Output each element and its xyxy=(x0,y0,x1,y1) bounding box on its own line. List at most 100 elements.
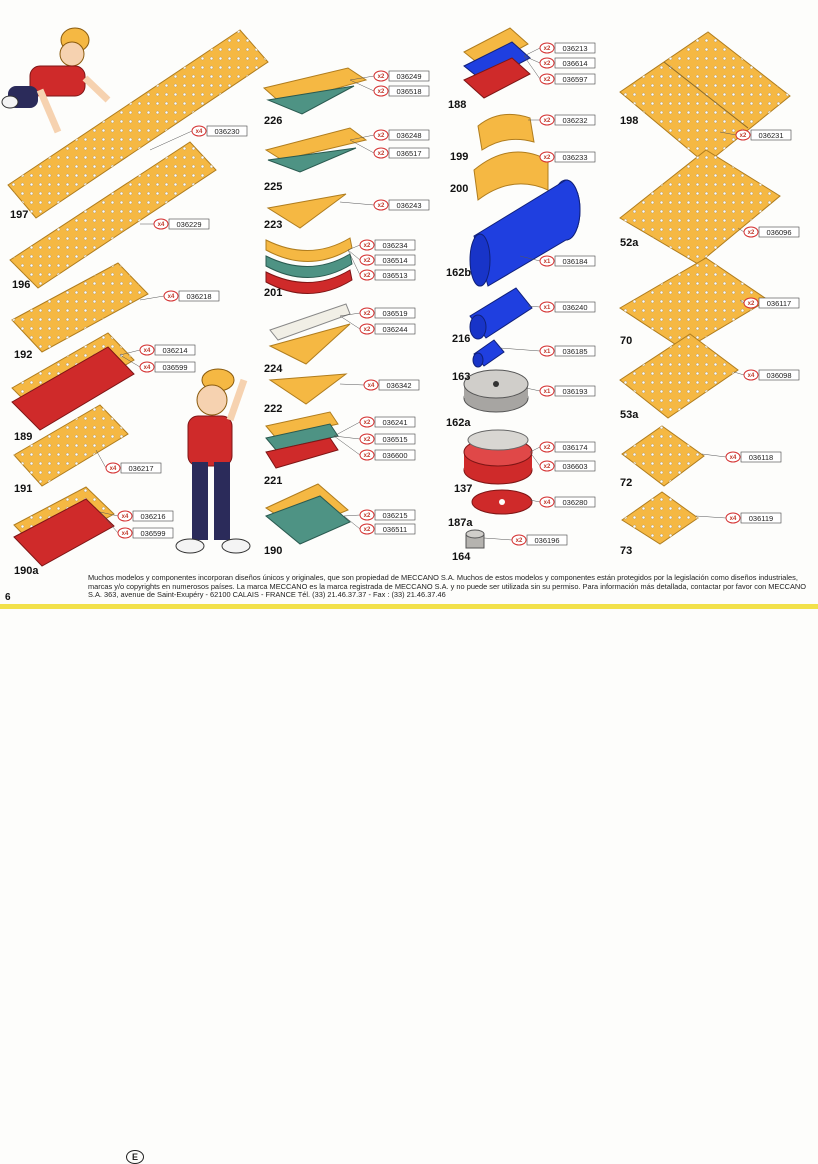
quantity-oval xyxy=(539,385,555,397)
part-222-illustration xyxy=(268,373,348,405)
leader-line xyxy=(339,312,361,317)
leader-line xyxy=(99,511,119,534)
quantity-text: x4 xyxy=(730,516,737,522)
leader-line xyxy=(349,139,375,154)
quantity-text: x2 xyxy=(544,155,551,161)
code-box xyxy=(132,510,174,522)
part-216-illustration xyxy=(469,287,533,340)
part-number-label: 191 xyxy=(14,483,32,495)
quantity-oval xyxy=(373,129,389,141)
leader-line xyxy=(333,435,361,456)
code-box xyxy=(554,301,596,313)
leader-line xyxy=(499,347,541,352)
part-163-illustration xyxy=(472,339,505,368)
code-box xyxy=(740,512,782,524)
quantity-oval xyxy=(539,114,555,126)
code-box xyxy=(374,433,416,445)
part-code-text: 036218 xyxy=(186,292,211,301)
part-190-illustration xyxy=(264,483,351,545)
code-box xyxy=(374,269,416,281)
part-226-illustration xyxy=(262,67,368,115)
part-number-label: 52a xyxy=(620,237,639,249)
leader-line xyxy=(523,55,541,64)
quantity-text: x4 xyxy=(122,531,129,537)
quantity-text: x1 xyxy=(544,305,551,311)
code-box xyxy=(374,254,416,266)
quantity-text: x4 xyxy=(168,294,175,300)
quantity-text: x2 xyxy=(544,445,551,451)
code-box xyxy=(374,449,416,461)
part-code-tag: x4 036098 xyxy=(733,369,800,381)
part-code-text: 036214 xyxy=(162,346,187,355)
part-number-label: 221 xyxy=(264,475,282,487)
part-72-illustration xyxy=(621,425,705,487)
leader-line xyxy=(733,371,745,376)
part-201-illustration xyxy=(265,237,353,294)
part-code-text: 036098 xyxy=(766,371,791,380)
quantity-text: x2 xyxy=(364,527,371,533)
parts-catalog-page: 197x4036230196x4036229192x4036218189x403… xyxy=(1,27,800,577)
part-137-illustration xyxy=(463,429,533,485)
quantity-oval xyxy=(359,323,375,335)
part-code-text: 036599 xyxy=(162,363,187,372)
leader-line xyxy=(343,514,361,517)
quantity-text: x2 xyxy=(516,538,523,544)
part-188-illustration xyxy=(463,27,531,99)
part-code-text: 036217 xyxy=(128,464,153,473)
code-box xyxy=(388,199,430,211)
part-number-label: 164 xyxy=(452,551,471,563)
code-box xyxy=(374,416,416,428)
part-code-text: 036216 xyxy=(140,512,165,521)
leader-line xyxy=(737,227,745,233)
code-box xyxy=(132,527,174,539)
part-225-illustration xyxy=(264,127,368,173)
part-code-text: 036249 xyxy=(396,72,421,81)
code-box xyxy=(526,534,568,546)
quantity-text: x2 xyxy=(544,77,551,83)
quantity-oval xyxy=(725,512,741,524)
quantity-oval xyxy=(725,451,741,463)
part-code-tag: x4 036218 xyxy=(139,290,220,302)
quantity-text: x4 xyxy=(144,365,151,371)
quantity-oval xyxy=(117,510,133,522)
part-number-label: 198 xyxy=(620,115,638,127)
quantity-text: x4 xyxy=(196,129,203,135)
quantity-text: x2 xyxy=(364,243,371,249)
quantity-text: x2 xyxy=(364,273,371,279)
footer-legal-text: Muchos modelos y componentes incorporan … xyxy=(88,573,807,600)
quantity-text: x4 xyxy=(748,373,755,379)
code-box xyxy=(554,385,596,397)
leader-line xyxy=(719,131,737,136)
quantity-text: x4 xyxy=(110,466,117,472)
part-162b-illustration xyxy=(469,179,581,287)
quantity-oval xyxy=(539,496,555,508)
code-box xyxy=(374,509,416,521)
quantity-oval xyxy=(539,255,555,267)
part-code-tag: x4 036599 xyxy=(119,354,196,373)
leader-line xyxy=(333,421,361,437)
part-198-illustration xyxy=(619,31,791,165)
part-162a-illustration xyxy=(463,369,529,413)
